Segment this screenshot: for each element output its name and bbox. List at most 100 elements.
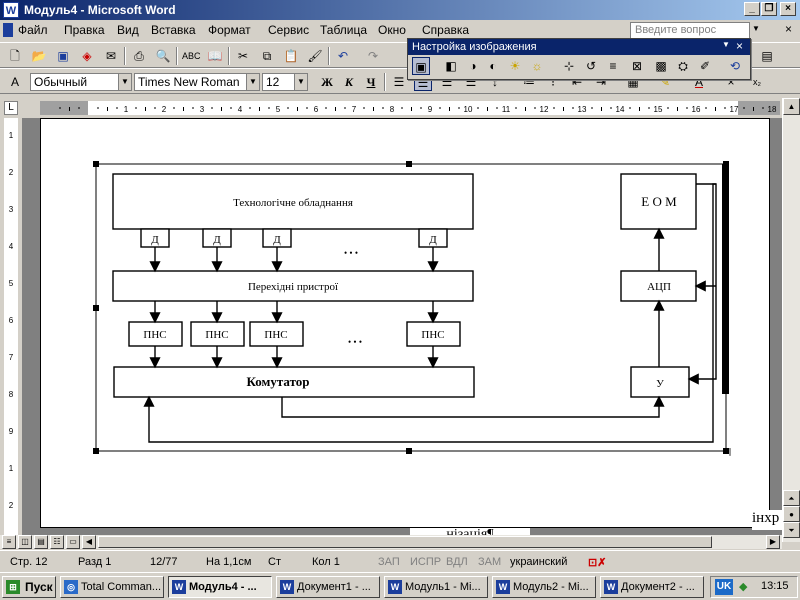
vertical-scrollbar[interactable]: ▲ ⏶ ● ⏷ <box>782 98 800 542</box>
close-button[interactable]: × <box>780 2 796 16</box>
reading-view-icon[interactable]: ▭ <box>66 535 80 549</box>
menu-help[interactable]: Справка <box>422 23 470 37</box>
ask-question-input[interactable]: Введите вопрос <box>630 22 750 39</box>
status-track[interactable]: ИСПР <box>410 556 442 568</box>
resize-handle[interactable] <box>723 305 729 311</box>
document-area[interactable]: Технологічне обладнання Д Д Д Д • • • Пе… <box>22 118 782 542</box>
undo-icon[interactable]: ↶ <box>337 49 349 63</box>
bullets-icon[interactable]: ⁝ <box>551 75 555 89</box>
permission-icon[interactable]: ◈ <box>82 49 92 63</box>
resize-handle[interactable] <box>93 305 99 311</box>
color-icon[interactable]: ◧ <box>445 59 457 73</box>
rotate-icon[interactable]: ↺ <box>585 59 597 73</box>
bold-button[interactable]: Ж <box>321 75 333 89</box>
strikethrough-icon[interactable]: × <box>727 75 735 89</box>
save-icon[interactable]: ▣ <box>57 49 69 63</box>
scroll-thumb[interactable] <box>98 536 712 548</box>
font-size-select[interactable]: 12▼ <box>262 73 308 91</box>
borders-icon[interactable]: ▦ <box>627 75 639 89</box>
document-page[interactable]: Технологічне обладнання Д Д Д Д • • • Пе… <box>40 118 770 528</box>
style-select[interactable]: Обычный▼ <box>30 73 132 91</box>
menu-window[interactable]: Окно <box>378 23 406 37</box>
redo-icon[interactable]: ↷ <box>367 49 379 63</box>
spelling-icon[interactable]: ABC <box>182 51 201 61</box>
menu-edit[interactable]: Правка <box>64 23 105 37</box>
justify-icon[interactable]: ☰ <box>465 75 477 89</box>
italic-button[interactable]: К <box>344 75 354 89</box>
picture-toolbar[interactable]: Настройка изображения ▼ × ▣ ◧ ◑ ◐ ☀ ☼ ⊹ … <box>407 38 751 80</box>
toolbar-options-icon[interactable]: ▼ <box>722 40 730 49</box>
less-brightness-icon[interactable]: ☼ <box>531 59 543 73</box>
print-view-icon[interactable]: ▤ <box>34 535 48 549</box>
menu-insert[interactable]: Вставка <box>151 23 196 37</box>
resize-handle[interactable] <box>723 161 729 167</box>
less-contrast-icon[interactable]: ◐ <box>489 59 497 73</box>
scroll-right-icon[interactable]: ▶ <box>766 535 780 549</box>
status-extend[interactable]: ВДЛ <box>446 556 468 568</box>
decrease-indent-icon[interactable]: ⇤ <box>571 75 583 89</box>
reset-picture-icon[interactable]: ⟲ <box>729 59 741 73</box>
prev-page-icon[interactable]: ⏶ <box>783 490 800 506</box>
crop-icon[interactable]: ⊹ <box>563 59 575 73</box>
underline-button[interactable]: Ч <box>366 75 376 89</box>
browse-object-icon[interactable]: ● <box>783 506 800 522</box>
web-view-icon[interactable]: ◫ <box>18 535 32 549</box>
highlight-icon[interactable]: ✎ <box>659 75 671 89</box>
more-brightness-icon[interactable]: ☀ <box>509 59 521 73</box>
normal-view-icon[interactable]: ≡ <box>2 535 16 549</box>
toolbar-close-icon[interactable]: × <box>736 39 744 53</box>
email-icon[interactable]: ✉ <box>105 49 117 63</box>
font-color-icon[interactable]: A <box>694 75 703 89</box>
language-indicator[interactable]: UK <box>715 579 733 595</box>
horizontal-scrollbar[interactable]: ≡ ◫ ▤ ☷ ▭ ◀ ▶ <box>0 535 782 549</box>
new-document-icon[interactable]: 🗋 <box>10 49 20 63</box>
menu-view[interactable]: Вид <box>117 23 139 37</box>
research-icon[interactable]: 📖 <box>207 49 223 63</box>
reading-icon[interactable]: ▤ <box>761 49 773 63</box>
start-button[interactable]: ⊞Пуск <box>2 576 56 598</box>
font-select[interactable]: Times New Roman▼ <box>134 73 260 91</box>
scroll-up-icon[interactable]: ▲ <box>783 98 800 115</box>
status-overtype[interactable]: ЗАМ <box>478 556 502 568</box>
task-total-commander[interactable]: ◎Total Comman... <box>60 576 164 598</box>
format-painter-icon[interactable]: 🖌 <box>307 49 323 63</box>
minimize-button[interactable]: _ <box>744 2 760 16</box>
compress-icon[interactable]: ⊠ <box>631 59 643 73</box>
line-spacing-icon[interactable]: ↕ <box>492 75 498 89</box>
copy-icon[interactable]: ⧉ <box>262 49 272 63</box>
next-page-icon[interactable]: ⏷ <box>783 522 800 538</box>
text-wrapping-icon[interactable]: ▩ <box>655 59 667 73</box>
resize-handle[interactable] <box>406 448 412 454</box>
more-contrast-icon[interactable]: ◑ <box>469 59 477 73</box>
document-icon[interactable] <box>3 23 13 37</box>
doc-close-icon[interactable]: × <box>785 22 793 36</box>
format-picture-icon[interactable]: ⛭ <box>678 59 688 73</box>
styles-pane-icon[interactable]: A <box>10 75 19 89</box>
resize-handle[interactable] <box>406 161 412 167</box>
status-rec[interactable]: ЗАП <box>378 556 400 568</box>
menu-tools[interactable]: Сервис <box>268 23 310 37</box>
insert-picture-icon[interactable]: ▣ <box>412 57 430 75</box>
align-left-icon[interactable]: ☰ <box>393 75 405 89</box>
scroll-left-icon[interactable]: ◀ <box>82 535 96 549</box>
resize-handle[interactable] <box>723 448 729 454</box>
cut-icon[interactable]: ✂ <box>237 49 249 63</box>
print-icon[interactable]: ⎙ <box>134 49 144 63</box>
maximize-button[interactable]: ❐ <box>761 2 777 16</box>
tab-selector[interactable]: L <box>4 101 18 115</box>
word-icon[interactable]: W <box>3 2 19 18</box>
menu-file[interactable]: Файл <box>18 23 48 37</box>
tray-app-icon[interactable]: ◆ <box>739 581 748 593</box>
menu-format[interactable]: Формат <box>208 23 251 37</box>
block-diagram[interactable]: Технологічне обладнання Д Д Д Д • • • Пе… <box>41 119 771 529</box>
subscript-icon[interactable]: x₂ <box>753 77 761 87</box>
menu-table[interactable]: Таблица <box>320 23 368 37</box>
ask-dropdown-icon[interactable]: ▼ <box>752 24 760 33</box>
print-preview-icon[interactable]: 🔍 <box>155 49 171 63</box>
increase-indent-icon[interactable]: ⇥ <box>595 75 607 89</box>
